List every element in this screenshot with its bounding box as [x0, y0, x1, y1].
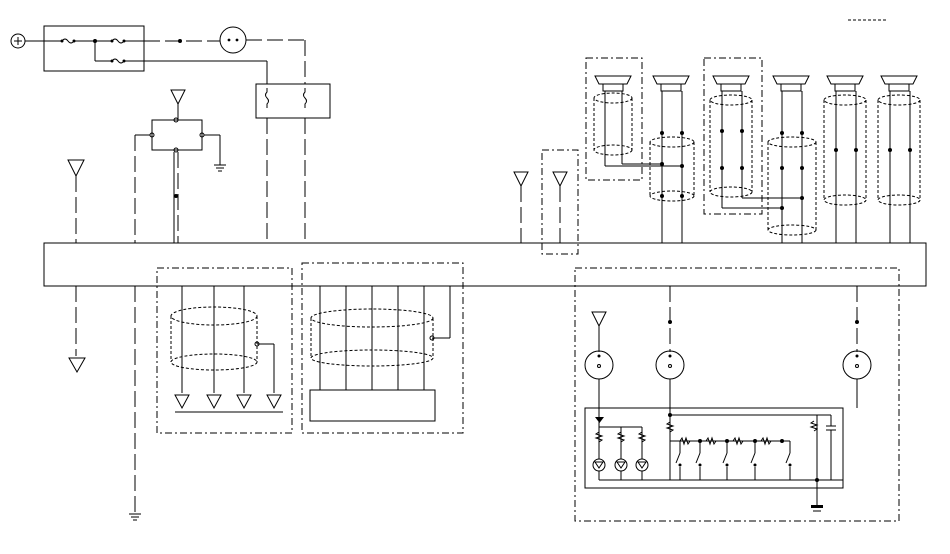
antenna-enclosure	[541, 149, 579, 255]
shielded-cable-icon	[877, 94, 921, 206]
speaker-group-4	[767, 75, 817, 243]
speaker-group-3	[703, 57, 802, 215]
antenna-icon	[513, 171, 529, 243]
led-icon	[592, 458, 649, 472]
main-harness-bar	[43, 242, 927, 287]
shielded-cable-icon	[310, 308, 434, 367]
speaker-group-1	[585, 57, 682, 181]
connector-icon	[655, 350, 685, 408]
shielded-cable-icon	[170, 306, 258, 371]
antenna-icon	[170, 89, 186, 120]
connector-icon	[584, 350, 614, 408]
connector-icon	[842, 350, 872, 408]
antenna-icon	[174, 394, 190, 410]
lower-right-module	[574, 267, 900, 522]
speaker-group-2	[649, 75, 695, 243]
antenna-icon	[552, 171, 568, 243]
ground-icon	[214, 164, 226, 172]
speaker-icon	[712, 75, 750, 92]
shielded-cable-icon	[649, 136, 695, 202]
speaker-icon	[772, 75, 810, 92]
switch-panel	[584, 407, 844, 489]
speaker-group-5	[823, 75, 867, 243]
lower-module-1	[156, 267, 293, 434]
antenna-icon	[67, 159, 85, 243]
speaker-icon	[594, 75, 632, 92]
speaker-icon	[826, 75, 864, 92]
antenna-icon	[206, 394, 222, 410]
antenna-icon	[68, 357, 86, 374]
switch-module	[151, 119, 203, 151]
connector-icon	[219, 26, 247, 54]
shielded-cable-icon	[709, 94, 753, 198]
resistor-icon	[665, 420, 819, 446]
antenna-icon	[236, 394, 252, 410]
shielded-cable-icon	[823, 94, 867, 206]
speaker-icon	[880, 75, 918, 92]
resistor-icon	[594, 431, 647, 443]
fuse-box	[43, 25, 145, 72]
capacitor-icon	[817, 414, 836, 480]
ground-icon	[811, 505, 823, 512]
antenna-icon	[266, 394, 282, 410]
shielded-cable-icon	[593, 92, 633, 156]
switch-icon	[675, 441, 792, 480]
speaker-icon	[652, 75, 690, 92]
fuse-icon	[44, 38, 144, 64]
shielded-cable-icon	[767, 136, 817, 236]
antenna-icon	[591, 311, 607, 352]
battery-positive-icon	[10, 33, 26, 49]
speaker-group-6	[877, 75, 921, 243]
relay-icon	[255, 83, 331, 119]
lower-module-2	[301, 262, 464, 434]
ground-icon	[129, 513, 141, 521]
control-unit-box	[309, 389, 436, 422]
